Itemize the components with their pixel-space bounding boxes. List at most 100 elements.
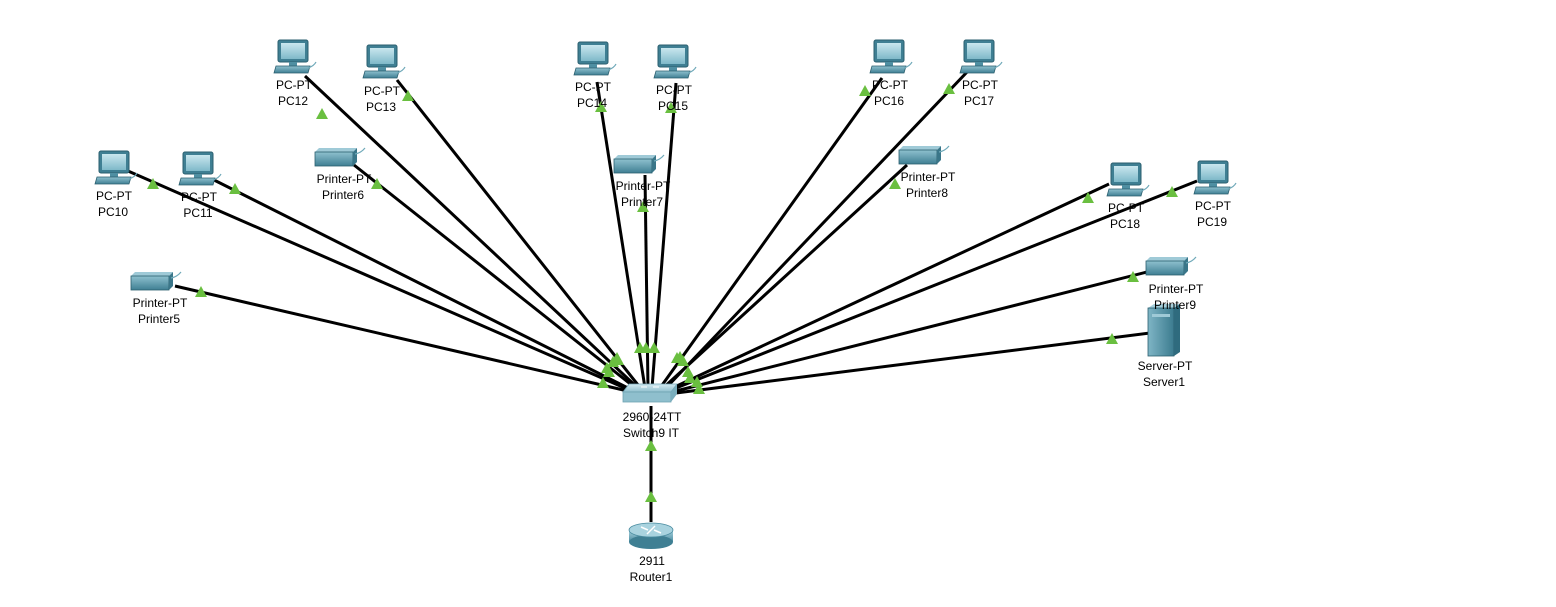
link-status-pc11-device-end [229, 183, 241, 194]
link-status-pc19-device-end [1166, 186, 1178, 197]
link-printer5[interactable] [174, 284, 633, 394]
pc12-model-label: PC-PT [276, 78, 312, 92]
pc12-pc-icon[interactable] [273, 39, 317, 74]
pc10-pc-icon[interactable] [94, 150, 138, 185]
link-status-layer [147, 83, 1178, 502]
pc10-name-label: PC10 [97, 205, 129, 219]
printer6-printer-icon[interactable] [314, 147, 366, 167]
link-pc14[interactable] [595, 81, 647, 389]
server1-model-label: Server-PT [1137, 359, 1193, 373]
printer6-name-label: Printer6 [321, 188, 365, 202]
pc12-name-label: PC12 [277, 94, 309, 108]
router-name-label: Router1 [629, 570, 673, 584]
link-status-printer6-switch-end [607, 356, 619, 367]
printer9-printer-icon[interactable] [1145, 256, 1197, 276]
link-status-printer5-switch-end [597, 377, 609, 388]
link-printer9[interactable] [667, 270, 1148, 395]
printer9-name-label: Printer9 [1153, 298, 1197, 312]
pc13-pc-icon[interactable] [362, 44, 406, 79]
printer7-name-label: Printer7 [620, 195, 664, 209]
link-status-printer7-switch-end [640, 342, 652, 353]
pc11-name-label: PC11 [183, 206, 213, 220]
link-status-pc12-device-end [316, 108, 328, 119]
pc16-pc-icon[interactable] [869, 39, 913, 74]
link-status-server1-switch-end [693, 383, 705, 394]
link-pc16[interactable] [658, 77, 884, 389]
link-server1[interactable] [667, 331, 1151, 396]
link-status-pc16-device-end [859, 85, 871, 96]
printer6-model-label: Printer-PT [316, 172, 372, 186]
link-status-pc19-switch-end [684, 372, 696, 383]
printer8-model-label: Printer-PT [900, 170, 956, 184]
link-status-printer8-device-end [889, 178, 901, 189]
link-printer8[interactable] [660, 163, 909, 391]
link-status-pc14-device-end [595, 101, 607, 112]
pc16-name-label: PC16 [873, 94, 905, 108]
switch-icon[interactable] [622, 383, 678, 403]
pc18-pc-icon[interactable] [1106, 162, 1150, 197]
pc15-model-label: PC-PT [656, 83, 692, 97]
pc13-model-label: PC-PT [364, 84, 400, 98]
switch-name-label: Switch9 IT [622, 426, 680, 440]
link-status-printer9-device-end [1127, 271, 1139, 282]
link-pc13[interactable] [395, 79, 644, 391]
pc18-name-label: PC18 [1109, 217, 1141, 231]
pc17-name-label: PC17 [963, 94, 995, 108]
pc17-model-label: PC-PT [962, 78, 998, 92]
link-pc11[interactable] [213, 178, 637, 394]
pc10-model-label: PC-PT [96, 189, 132, 203]
router-model-label: 2911 [639, 554, 665, 568]
links-layer [127, 69, 1198, 522]
pc13-name-label: PC13 [365, 100, 397, 114]
pc18-model-label: PC-PT [1108, 201, 1144, 215]
switch-model-label: 2960-24TT [622, 410, 682, 424]
printer9-model-label: Printer-PT [1148, 282, 1204, 296]
pc11-model-label: PC-PT [181, 190, 217, 204]
link-printer6[interactable] [353, 163, 639, 392]
link-status-pc15-switch-end [648, 342, 660, 353]
pc16-model-label: PC-PT [872, 78, 908, 92]
server1-name-label: Server1 [1142, 375, 1186, 389]
link-pc12[interactable] [303, 74, 642, 392]
pc19-name-label: PC19 [1196, 215, 1228, 229]
link-pc18[interactable] [665, 182, 1110, 393]
link-status-printer9-switch-end [691, 376, 703, 387]
pc17-pc-icon[interactable] [959, 39, 1003, 74]
link-status-server1-device-end [1106, 333, 1118, 344]
link-status-pc10-device-end [147, 178, 159, 189]
link-status-printer8-switch-end [674, 351, 686, 362]
link-status-pc15-device-end [665, 102, 677, 113]
link-pc10[interactable] [127, 169, 635, 394]
server1-server-icon[interactable] [1147, 304, 1180, 357]
link-status-printer6-device-end [371, 178, 383, 189]
printer5-printer-icon[interactable] [130, 271, 182, 291]
pc14-pc-icon[interactable] [573, 41, 617, 76]
link-status-printer5-device-end [195, 286, 207, 297]
link-pc15[interactable] [650, 82, 678, 389]
printer7-printer-icon[interactable] [613, 154, 665, 174]
link-status-router-device-end [645, 491, 657, 502]
pc14-name-label: PC14 [576, 96, 608, 110]
pc11-pc-icon[interactable] [178, 151, 222, 186]
link-status-router-switch-end [645, 440, 657, 451]
pc14-model-label: PC-PT [575, 80, 611, 94]
pc19-model-label: PC-PT [1195, 199, 1231, 213]
link-status-pc13-device-end [402, 90, 414, 101]
pc19-pc-icon[interactable] [1193, 160, 1237, 195]
link-pc19[interactable] [665, 179, 1198, 394]
nodes-layer [94, 39, 1237, 549]
printer5-model-label: Printer-PT [132, 296, 188, 310]
pc15-pc-icon[interactable] [653, 44, 697, 79]
link-status-printer7-device-end [637, 201, 649, 212]
pc15-name-label: PC15 [657, 99, 689, 113]
printer7-model-label: Printer-PT [615, 179, 671, 193]
link-status-pc11-switch-end [603, 366, 615, 377]
printer5-name-label: Printer5 [137, 312, 181, 326]
printer8-name-label: Printer8 [905, 186, 949, 200]
link-pc17[interactable] [662, 69, 970, 392]
printer8-printer-icon[interactable] [898, 145, 950, 165]
link-status-pc17-device-end [943, 83, 955, 94]
link-status-pc18-device-end [1082, 192, 1094, 203]
router-icon[interactable] [628, 522, 674, 549]
